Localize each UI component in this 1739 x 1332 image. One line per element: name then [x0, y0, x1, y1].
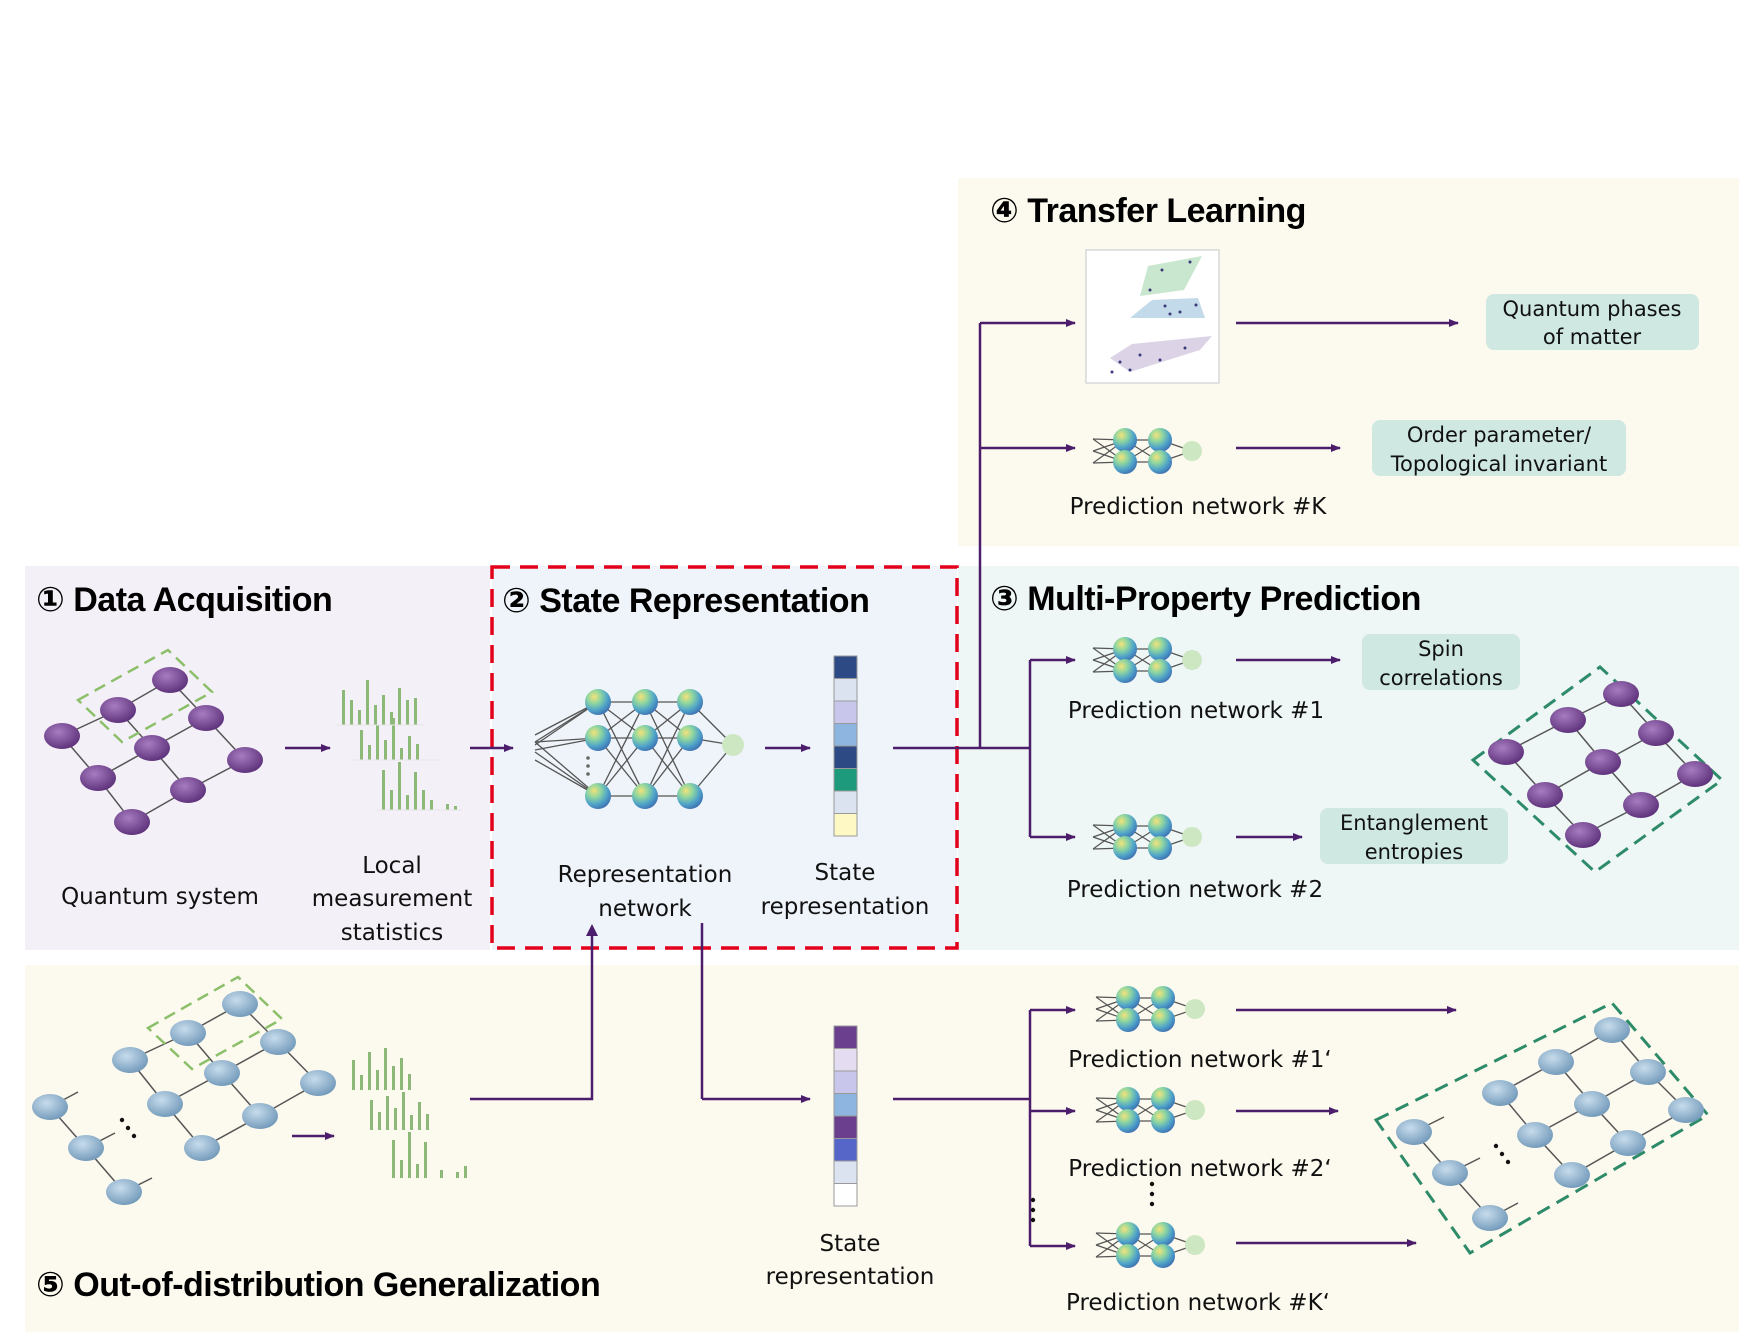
label-entangle-1: Entanglement: [1340, 811, 1488, 835]
vector-cell: [833, 723, 858, 747]
state-representation-highlight: [490, 565, 959, 950]
svg-text:② State Representation: ② State Representation: [502, 582, 869, 620]
prediction-networks: [1092, 428, 1205, 1268]
measurement-histogram-3: [382, 762, 457, 810]
section-title-transfer-learning: ④ Transfer Learning: [990, 192, 1306, 230]
label-pred-k: Prediction network #K: [1070, 494, 1328, 520]
quantum-system-nodes: [44, 667, 263, 835]
representation-network: [534, 689, 744, 809]
prediction-network-icon: [1092, 428, 1202, 474]
label-state-2: representation: [761, 894, 930, 920]
branch-connectors: [893, 323, 1032, 837]
vector-cell: [833, 745, 858, 769]
svg-text:④ Transfer Learning: ④ Transfer Learning: [990, 192, 1306, 230]
label-state-1: State: [815, 860, 876, 886]
label-ood-state-1: State: [820, 1231, 881, 1257]
label-local-3: statistics: [341, 920, 444, 946]
vector-cell: [833, 1138, 858, 1162]
label-pred-2p: Prediction network #2‘: [1068, 1156, 1332, 1182]
section-title-ood: ⑤ Out-of-distribution Generalization: [36, 1266, 601, 1304]
prediction-network-icon: [1095, 1087, 1205, 1133]
measurement-window: [75, 648, 215, 744]
label-local-2: measurement: [312, 886, 472, 912]
label-order-param-2: Topological invariant: [1390, 452, 1607, 476]
label-quantum-phases-2: of matter: [1543, 325, 1642, 349]
vector-cell: [833, 700, 858, 724]
panel-transfer-learning: [958, 178, 1739, 546]
ood-histograms: [352, 1048, 467, 1178]
phase-cluster-plot: [1085, 249, 1220, 384]
vector-cell: [833, 655, 858, 679]
svg-text:① Data Acquisition: ① Data Acquisition: [36, 581, 332, 619]
label-pred-kp: Prediction network #K‘: [1066, 1290, 1330, 1316]
label-pred-1: Prediction network #1: [1068, 698, 1324, 724]
state-representation-vector: [833, 655, 858, 837]
prediction-network-icon: [1095, 1222, 1205, 1268]
label-repr-2: network: [598, 896, 692, 922]
arrow-up-into-network: [586, 924, 598, 936]
label-ood-state-2: representation: [766, 1264, 935, 1290]
prediction-network-icon: [1095, 986, 1205, 1032]
measurement-histogram-1: [342, 680, 417, 725]
output-quantum-phases: [1486, 294, 1699, 350]
histogram-gridlines: [335, 724, 462, 811]
ood-ellipsis-left: [1030, 1197, 1036, 1223]
vector-cell: [833, 678, 858, 702]
vector-cell: [833, 1070, 858, 1094]
vector-cell: [833, 790, 858, 814]
panel-ood: [25, 965, 1739, 1332]
ood-connectors: [470, 923, 1032, 1246]
ood-output-lattice: [1373, 1001, 1711, 1255]
label-quantum-phases-1: Quantum phases: [1502, 297, 1681, 321]
label-order-param-1: Order parameter/: [1407, 423, 1592, 447]
output-spin-correlations: [1362, 634, 1520, 690]
label-pred-1p: Prediction network #1‘: [1068, 1047, 1332, 1073]
vector-cell: [833, 1025, 858, 1049]
label-repr-1: Representation: [558, 862, 733, 888]
svg-text:⑤ Out-of-distribution Generali: ⑤ Out-of-distribution Generalization: [36, 1266, 600, 1304]
vector-cell: [833, 768, 858, 792]
vector-cell: [833, 1160, 858, 1184]
output-order-parameter: [1372, 420, 1626, 476]
label-local-1: Local: [362, 853, 422, 879]
section-title-state-representation: ② State Representation: [502, 582, 870, 620]
section-title-data-acquisition: ① Data Acquisition: [36, 581, 333, 619]
label-pred-2: Prediction network #2: [1067, 877, 1323, 903]
prediction-network-icon: [1092, 814, 1202, 860]
vector-cell: [833, 1048, 858, 1072]
vector-cell: [833, 813, 858, 837]
ood-lattice: [32, 975, 336, 1205]
vector-cell: [833, 1115, 858, 1139]
measurement-histogram-2: [360, 718, 419, 760]
label-spin-2: correlations: [1379, 666, 1503, 690]
svg-text:③ Multi-Property Prediction: ③ Multi-Property Prediction: [990, 580, 1421, 618]
label-quantum-system: Quantum system: [61, 884, 259, 910]
prediction-network-icon: [1092, 637, 1202, 683]
vector-cell: [833, 1183, 858, 1207]
label-entangle-2: entropies: [1365, 840, 1464, 864]
ood-ellipsis-mid: [1149, 1181, 1155, 1207]
section-title-multi-property: ③ Multi-Property Prediction: [990, 580, 1421, 618]
panel-state-representation: [492, 566, 957, 950]
vector-cell: [833, 1093, 858, 1117]
ood-state-representation-vector: [833, 1025, 858, 1207]
multi-property-lattice: [1470, 665, 1725, 874]
output-entanglement: [1320, 808, 1508, 864]
label-spin-1: Spin: [1418, 637, 1464, 661]
